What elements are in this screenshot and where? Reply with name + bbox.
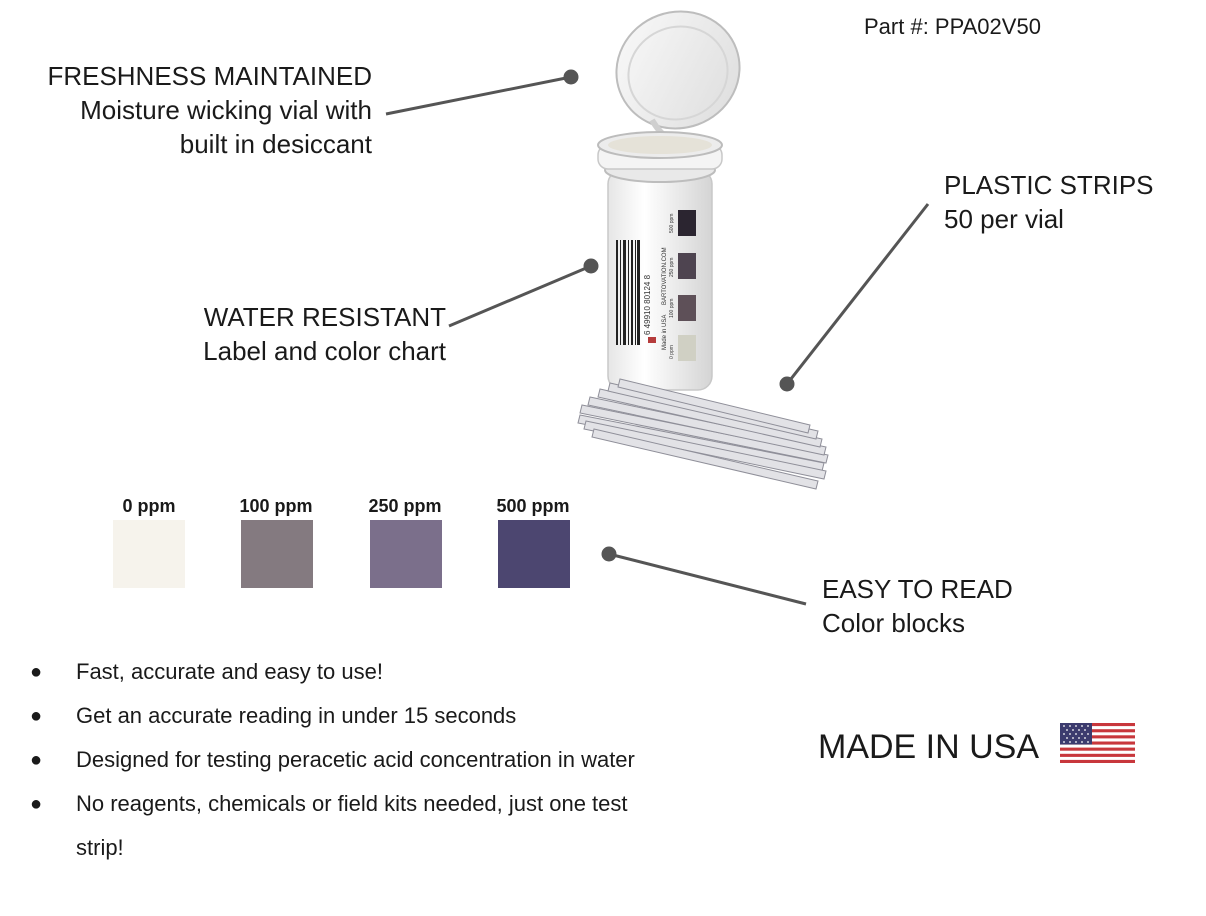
- swatch-100ppm: [241, 520, 313, 588]
- callout-easy-line1: Color blocks: [822, 608, 966, 638]
- vial-chart-label-500: 500 ppm: [669, 214, 675, 233]
- callout-water: WATER RESISTANT Label and color chart: [110, 300, 446, 368]
- callout-water-title: WATER RESISTANT: [203, 302, 446, 332]
- swatch-label-250: 250 ppm: [368, 496, 442, 516]
- callout-plastic: PLASTIC STRIPS 50 per vial: [944, 168, 1206, 236]
- swatch-500ppm: [498, 520, 570, 588]
- callout-easy: EASY TO READ Color blocks: [822, 572, 1122, 640]
- test-strips: [577, 378, 829, 490]
- bullet-dot: ●: [30, 749, 43, 771]
- callout-freshness: FRESHNESS MAINTAINED Moisture wicking vi…: [0, 59, 372, 161]
- vial-barcode: [616, 240, 640, 345]
- vial-chart-label-100: 100 ppm: [669, 299, 675, 318]
- vial-made-in: Made in USA: [662, 315, 668, 350]
- vial-barcode-digits: 6 49910 80124 8: [643, 274, 652, 335]
- leader-easy: [608, 552, 807, 606]
- feature-text: Get an accurate reading in under 15 seco…: [76, 703, 517, 728]
- feature-text: Designed for testing peracetic acid conc…: [76, 747, 635, 772]
- swatch-label-500: 500 ppm: [496, 496, 570, 516]
- vial-flag-mini: [648, 337, 656, 343]
- feature-item: ● Get an accurate reading in under 15 sec…: [30, 694, 670, 738]
- leader-dot-plastic: [779, 376, 795, 392]
- swatch-label-0: 0 ppm: [122, 496, 176, 516]
- feature-text: Fast, accurate and easy to use!: [76, 659, 383, 684]
- feature-item: ● Designed for testing peracetic acid con…: [30, 738, 670, 782]
- vial-chart-label-250: 250 ppm: [669, 258, 675, 277]
- feature-list: ● Fast, accurate and easy to use! ● Get an…: [30, 650, 670, 870]
- feature-item: ● No reagents, chemicals or field kits ne…: [30, 782, 670, 870]
- callout-plastic-title: PLASTIC STRIPS: [944, 170, 1154, 200]
- bullet-dot: ●: [30, 793, 43, 815]
- bullet-dot: ●: [30, 705, 43, 727]
- leader-dot-freshness: [563, 69, 579, 85]
- made-in-usa-text: MADE IN USA: [818, 728, 1040, 766]
- us-flag-icon: [1060, 723, 1135, 763]
- vial-color-chart: [678, 210, 696, 361]
- vial-brand: BARTOVATION.COM: [662, 247, 668, 305]
- leader-water: [448, 264, 592, 328]
- bullet-dot: ●: [30, 661, 43, 683]
- feature-text: No reagents, chemicals or field kits nee…: [76, 791, 628, 860]
- swatch-0ppm: [113, 520, 185, 588]
- callout-freshness-line2: built in desiccant: [179, 129, 372, 159]
- leader-freshness: [385, 75, 572, 116]
- callout-easy-title: EASY TO READ: [822, 574, 1013, 604]
- part-number: Part #: PPA02V50: [864, 14, 1041, 39]
- callout-freshness-title: FRESHNESS MAINTAINED: [47, 61, 372, 91]
- callout-water-line1: Label and color chart: [203, 336, 446, 366]
- leader-dot-easy: [601, 546, 617, 562]
- vial-cap: [615, 10, 741, 141]
- callout-plastic-line1: 50 per vial: [944, 204, 1064, 234]
- leader-dot-water: [583, 258, 599, 274]
- feature-item: ● Fast, accurate and easy to use!: [30, 650, 670, 694]
- callout-freshness-line1: Moisture wicking vial with: [80, 95, 372, 125]
- swatch-250ppm: [370, 520, 442, 588]
- swatch-label-100: 100 ppm: [239, 496, 313, 516]
- product-illustration: 6 49910 80124 8 BARTOVATION.COM Made in …: [577, 10, 829, 490]
- vial-chart-label-0: 0 ppm: [669, 345, 675, 359]
- leader-plastic: [785, 203, 930, 385]
